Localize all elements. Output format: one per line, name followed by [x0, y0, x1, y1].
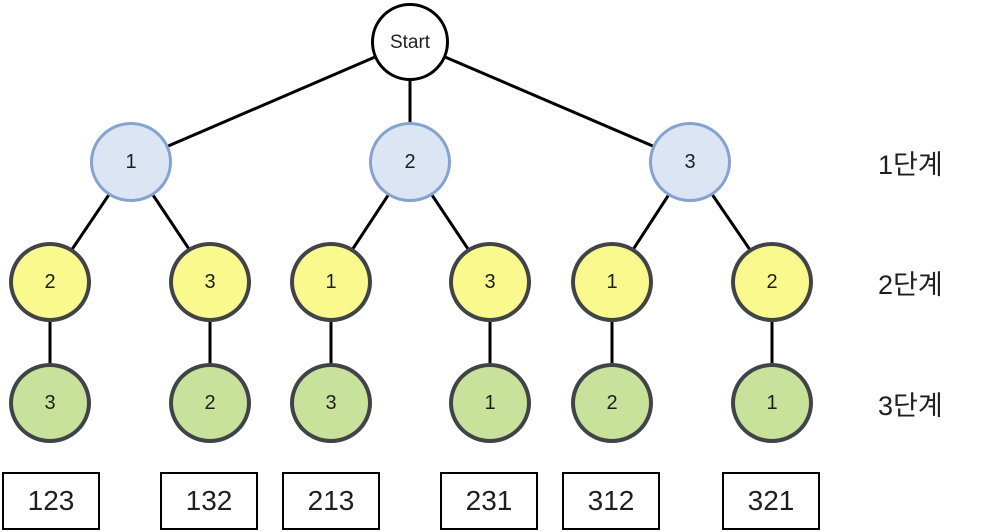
level1-node: 1 — [90, 122, 172, 202]
level2-node: 3 — [169, 242, 251, 322]
result-box: 213 — [282, 472, 380, 530]
level2-node: 2 — [731, 242, 813, 322]
level3-node: 1 — [731, 363, 813, 443]
result-box: 231 — [440, 472, 538, 530]
stage-label: 1단계 — [878, 149, 943, 180]
level1-node: 2 — [369, 122, 451, 202]
result-box: 321 — [722, 472, 820, 530]
level3-node: 1 — [449, 363, 531, 443]
level2-node: 1 — [571, 242, 653, 322]
level2-node: 1 — [290, 242, 372, 322]
level3-node: 2 — [571, 363, 653, 443]
stage-label: 3단계 — [878, 390, 943, 421]
start-node: Start — [371, 3, 449, 81]
result-box: 132 — [160, 472, 258, 530]
level3-node: 3 — [9, 363, 91, 443]
result-box: 123 — [2, 472, 100, 530]
level2-node: 2 — [9, 242, 91, 322]
level2-node: 3 — [449, 242, 531, 322]
result-box: 312 — [562, 472, 660, 530]
level1-node: 3 — [649, 122, 731, 202]
level3-node: 3 — [290, 363, 372, 443]
stage-label: 2단계 — [878, 269, 943, 300]
level3-node: 2 — [169, 363, 251, 443]
